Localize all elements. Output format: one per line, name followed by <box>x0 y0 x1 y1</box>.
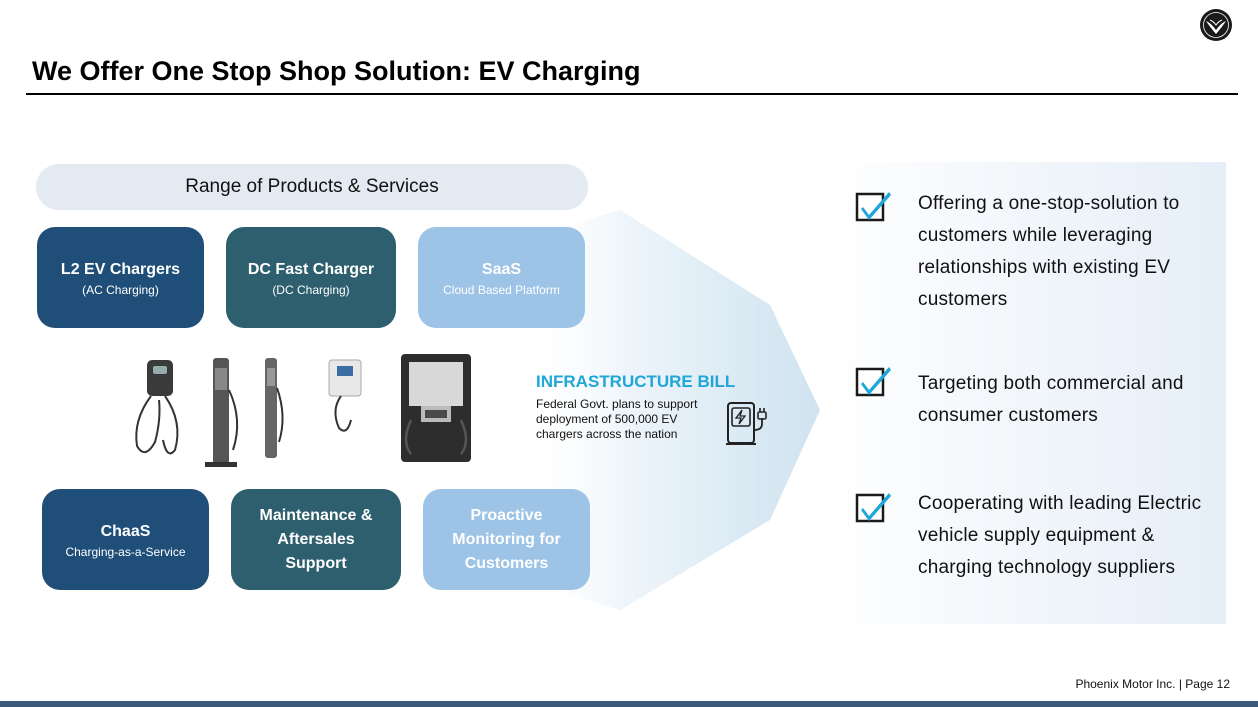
dc-fast-charger-box: DC Fast Charger (DC Charging) <box>226 227 396 328</box>
charger-products-image <box>135 354 471 467</box>
saas-box: SaaS Cloud Based Platform <box>418 227 585 328</box>
benefit-point-targeting: Targeting both commercial and consumer c… <box>918 373 1184 426</box>
page-title: We Offer One Stop Shop Solution: EV Char… <box>32 56 641 86</box>
box-title: L2 EV Chargers <box>60 260 181 278</box>
dc-fast-charger-icon <box>401 354 471 462</box>
pedestal-charger-icon <box>205 358 239 467</box>
box-title: SaaS <box>481 260 522 278</box>
benefits-panel <box>828 162 1226 624</box>
checkbox-checked-icon <box>855 493 891 523</box>
chaas-box: ChaaS Charging-as-a-Service <box>42 489 209 590</box>
title-underline <box>26 93 1238 95</box>
maintenance-aftersales-box: Maintenance & Aftersales Support <box>231 489 401 590</box>
box-subtitle: (DC Charging) <box>272 282 350 297</box>
box-title: ChaaS <box>100 522 151 540</box>
box-subtitle: (AC Charging) <box>82 282 159 297</box>
phoenix-logo-icon <box>1200 9 1232 41</box>
wall-charger-icon <box>135 360 179 455</box>
checkbox-checked-icon <box>855 367 891 397</box>
pedestal-charger-icon <box>265 358 284 458</box>
infrastructure-bill-title: INFRASTRUCTURE BILL <box>536 372 736 391</box>
box-title: Maintenance & Aftersales Support <box>259 506 373 572</box>
wall-box-charger-icon <box>328 359 362 432</box>
benefit-point-one-stop: Offering a one-stop-solution to customer… <box>918 193 1180 310</box>
range-banner: Range of Products & Services <box>36 164 588 210</box>
box-subtitle: Charging-as-a-Service <box>65 544 186 559</box>
footer-page-label: Phoenix Motor Inc. | Page 12 <box>1075 677 1230 691</box>
checkbox-checked-icon <box>855 192 891 222</box>
footer-bar <box>0 701 1258 707</box>
ev-charging-station-icon <box>726 402 767 445</box>
box-title: DC Fast Charger <box>247 260 375 278</box>
benefit-point-cooperating: Cooperating with leading Electric vehicl… <box>918 493 1202 578</box>
box-title: Proactive Monitoring for Customers <box>452 506 561 572</box>
box-subtitle: Cloud Based Platform <box>443 282 560 297</box>
proactive-monitoring-box: Proactive Monitoring for Customers <box>423 489 590 590</box>
infrastructure-bill-text: Federal Govt. plans to support deploymen… <box>536 397 698 441</box>
l2-ev-chargers-box: L2 EV Chargers (AC Charging) <box>37 227 204 328</box>
